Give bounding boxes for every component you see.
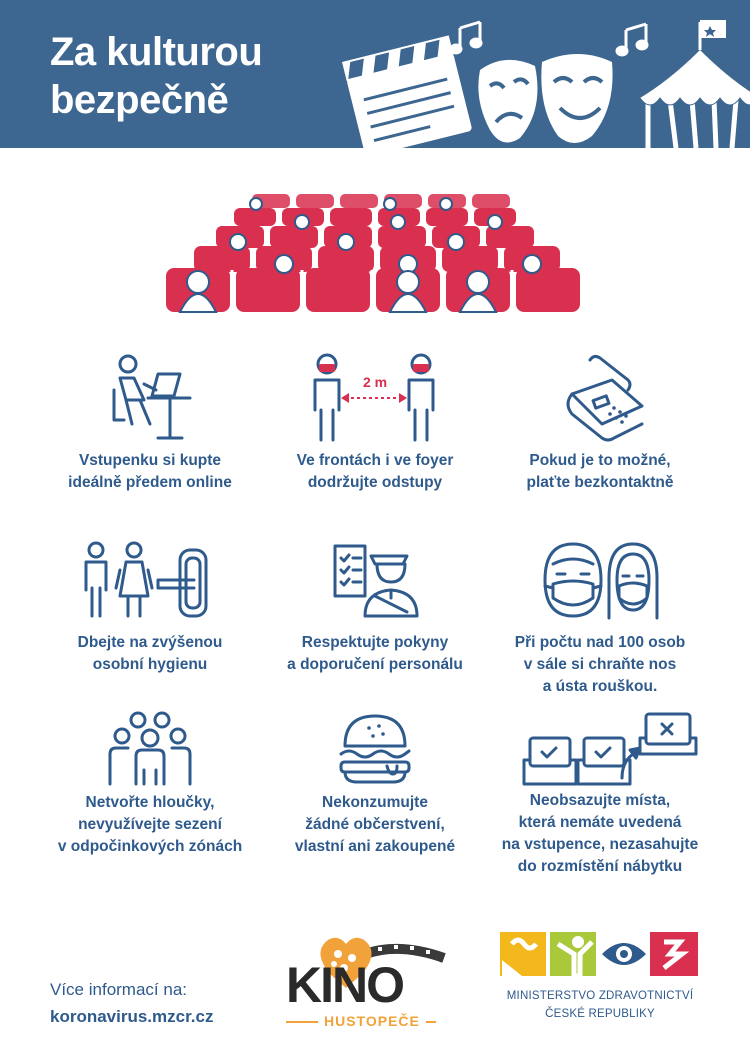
rule-keep-distance: 2 m Ve frontách i ve foyer dodržujte ods… [255, 350, 495, 494]
distance-icon [313, 353, 435, 442]
ministry-emblem-icon [500, 932, 698, 979]
more-info-label: Více informací na: [50, 980, 188, 999]
cinema-seats-icon [166, 194, 580, 313]
happy-mask-icon [541, 54, 613, 143]
rule-contactless: Pokud je to možné, plaťte bezkontaktně [480, 350, 720, 494]
rule-staff-instructions: Respektujte pokyny a doporučení personál… [255, 540, 495, 676]
header-banner: Za kulturou bezpečně [0, 0, 750, 148]
assigned-seats-icon [522, 712, 698, 786]
rule-hygiene: Dbejte na zvýšenou osobní hygienu [30, 540, 270, 676]
kino-logo-icon [320, 937, 446, 988]
face-mask-icon [543, 542, 659, 620]
clapperboard-icon [342, 35, 472, 148]
rule-text: Při počtu nad 100 osob v sále si chraňte… [514, 634, 686, 695]
staff-checklist-icon [333, 544, 419, 618]
kino-hustopece-logo: KINO HUSTOPEČE [278, 928, 448, 1036]
kino-title: KINO [286, 957, 405, 1013]
burger-icon [339, 714, 411, 784]
rule-text: Ve frontách i ve foyer dodržujte odstupy [296, 452, 454, 491]
rule-face-mask: Při počtu nad 100 osob v sále si chraňte… [480, 540, 720, 698]
page-title: Za kulturou bezpečně [50, 30, 263, 122]
culture-illustration-icon [342, 20, 750, 148]
laptop-user-icon [112, 354, 192, 440]
ministry-name-line1: MINISTERSTVO ZDRAVOTNICTVÍ [506, 990, 694, 1002]
rule-no-groups: Netvořte hloučky, nevyužívejte sezení v … [30, 708, 270, 858]
ministry-name-line2: ČESKÉ REPUBLIKY [545, 1008, 655, 1020]
rule-text: Nekonzumujte žádné občerstvení, vlastní … [294, 794, 456, 855]
more-info-link[interactable]: koronavirus.mzcr.cz [50, 1007, 214, 1026]
kino-subtitle: HUSTOPEČE [318, 1013, 426, 1029]
rule-buy-online: Vstupenku si kupte ideálně předem online [30, 350, 270, 494]
rule-assigned-seats: Neobsazujte místa, která nemáte uvedená … [480, 708, 720, 878]
rule-text: Neobsazujte místa, která nemáte uvedená … [501, 792, 699, 875]
restroom-hygiene-icon [84, 541, 208, 618]
ministry-logo: MINISTERSTVO ZDRAVOTNICTVÍ ČESKÉ REPUBLI… [498, 930, 702, 1030]
music-notes-icon [449, 20, 649, 57]
rule-text: Respektujte pokyny a doporučení personál… [287, 634, 463, 673]
rule-text: Dbejte na zvýšenou osobní hygienu [77, 634, 223, 673]
rule-text: Vstupenku si kupte ideálně předem online [68, 452, 232, 491]
rule-no-refreshments: Nekonzumujte žádné občerstvení, vlastní … [255, 708, 495, 858]
rule-text: Pokud je to možné, plaťte bezkontaktně [526, 452, 674, 491]
distance-label: 2 m [363, 374, 388, 390]
rule-text: Netvořte hloučky, nevyužívejte sezení v … [57, 794, 243, 855]
group-icon [108, 711, 192, 786]
more-info: Více informací na: koronavirus.mzcr.cz [50, 976, 213, 1030]
sad-mask-icon [478, 59, 538, 143]
circus-tent-icon [639, 20, 750, 148]
payment-terminal-icon [566, 354, 644, 442]
